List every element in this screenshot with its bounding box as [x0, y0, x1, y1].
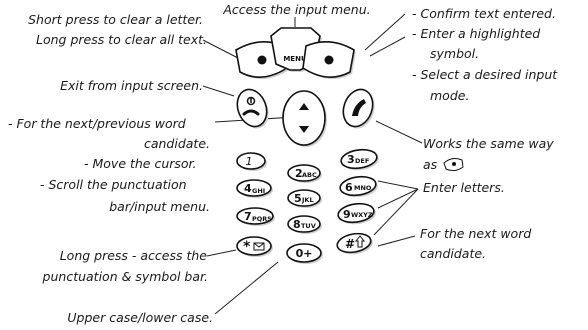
callout-word-2: - Move the cursor.	[84, 156, 197, 171]
envelope-icon	[253, 242, 265, 251]
callout-enter-letters: Enter letters.	[423, 180, 505, 195]
key-2[interactable]: 2 ABC	[287, 164, 322, 183]
callout-word-1a: - For the next/previous word	[8, 116, 186, 131]
key-5[interactable]: 5 JKL	[287, 189, 322, 208]
leader-letters-3	[377, 180, 419, 190]
key-6-sub: MNO	[354, 184, 372, 192]
key-4-sub: GHI	[252, 187, 265, 195]
key-9-label: 9	[343, 208, 351, 221]
callout-clear-long: Long press to clear all text.	[36, 32, 207, 47]
key-star-label: *	[243, 239, 251, 255]
key-1-label: 1	[246, 155, 253, 168]
leader-hash	[377, 235, 416, 247]
key-8[interactable]: 8 TUV	[287, 215, 322, 234]
soft-key-dot-icon	[443, 158, 464, 172]
key-7[interactable]: 7 PQRS	[236, 207, 275, 226]
key-2-sub: ABC	[302, 171, 317, 179]
callout-clear-short: Short press to clear a letter.	[28, 12, 203, 27]
callout-input-mode-2: mode.	[430, 88, 469, 103]
key-3-sub: DEF	[355, 157, 369, 165]
end-call-icon	[242, 96, 260, 116]
leader-star	[206, 249, 237, 257]
key-7-label: 7	[244, 210, 252, 223]
key-hash[interactable]: #	[336, 231, 375, 257]
callout-exit: Exit from input screen.	[60, 78, 203, 93]
leader-letters-6	[377, 188, 419, 209]
callout-long-press-1: Long press - access the	[60, 248, 208, 263]
soft-key-dot-icon	[324, 55, 334, 65]
callout-word-3a: - Scroll the punctuation	[40, 177, 187, 192]
callout-works-1: Works the same way	[423, 136, 554, 151]
key-5-label: 5	[294, 192, 302, 205]
call-key[interactable]	[338, 85, 379, 132]
leader-zero	[214, 261, 279, 315]
soft-key-dot-icon	[257, 55, 267, 65]
key-5-sub: JKL	[301, 196, 314, 204]
leader-works-same	[375, 120, 423, 144]
callout-upper-lower: Upper case/lower case.	[67, 310, 213, 325]
key-2-label: 2	[295, 167, 303, 180]
key-4[interactable]: 4 GHI	[236, 179, 273, 198]
leader-clear	[202, 39, 239, 59]
key-4-label: 4	[244, 182, 252, 195]
key-8-sub: TUV	[301, 222, 316, 230]
callout-works-2: as	[423, 157, 438, 172]
callout-next-word-1: For the next word	[420, 226, 531, 241]
leader-letters-9	[373, 188, 419, 236]
call-icon	[352, 99, 366, 116]
nav-down-arrow-icon	[299, 126, 309, 133]
callout-word-3b: bar/input menu.	[109, 199, 210, 214]
callout-input-mode-1: - Select a desired input	[412, 67, 558, 82]
key-1[interactable]: 1	[236, 152, 267, 171]
key-3[interactable]: 3 DEF	[340, 148, 380, 173]
callout-enter-symbol-2: symbol.	[430, 46, 479, 61]
key-6[interactable]: 6 MNO	[339, 175, 379, 200]
key-9[interactable]: 9 WXYZ	[337, 202, 377, 227]
callout-enter-symbol-1: - Enter a highlighted	[412, 26, 540, 41]
key-star[interactable]: *	[236, 236, 273, 257]
key-9-sub: WXYZ	[351, 211, 373, 219]
leader-exit	[202, 85, 235, 97]
key-3-label: 3	[347, 153, 355, 166]
leader-confirm	[364, 13, 406, 51]
key-7-sub: PQRS	[252, 215, 272, 223]
menu-key-label: MENU	[283, 55, 307, 63]
key-0[interactable]: 0+	[286, 243, 323, 264]
callout-next-word-2: candidate.	[420, 246, 486, 261]
end-call-key[interactable]	[232, 85, 273, 132]
leader-enter-symbol	[369, 36, 406, 57]
key-8-label: 8	[293, 218, 301, 231]
callout-menu: Access the input menu.	[222, 2, 370, 17]
callout-long-press-2: punctuation & symbol bar.	[42, 269, 208, 284]
key-6-label: 6	[345, 181, 353, 194]
callout-word-1b: candidate.	[144, 136, 210, 151]
callout-confirm: - Confirm text entered.	[412, 6, 556, 21]
right-soft-key[interactable]	[302, 41, 356, 80]
nav-key[interactable]	[282, 90, 327, 147]
shift-arrow-icon	[354, 235, 366, 248]
key-0-label: 0+	[296, 247, 313, 260]
nav-up-arrow-icon	[299, 103, 309, 110]
key-hash-label: #	[345, 237, 355, 251]
